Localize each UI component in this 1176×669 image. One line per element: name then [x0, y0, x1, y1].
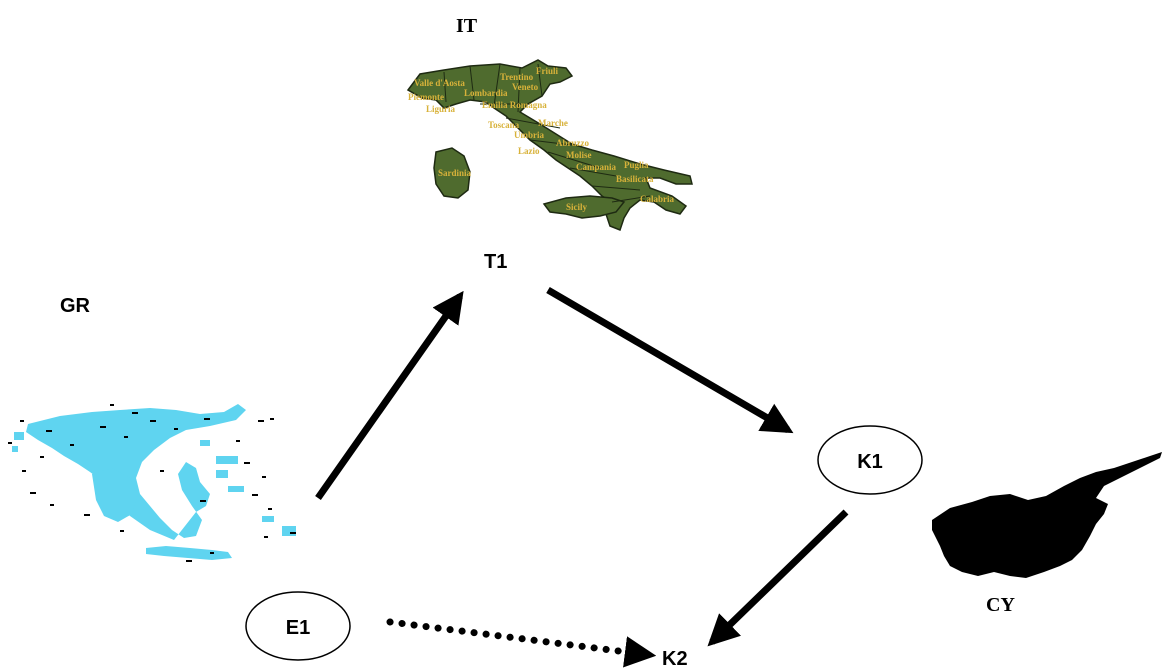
node-e1-circle — [245, 591, 351, 661]
italy-map: Valle d'Aosta Lombardia Trentino Friuli … — [406, 59, 693, 231]
greece-peloponnese — [92, 468, 138, 522]
crete-island — [146, 546, 232, 560]
node-k2-label: K2 — [662, 648, 688, 669]
sicily-island — [542, 195, 626, 219]
cyprus-map — [932, 452, 1162, 578]
edge-e1-t1 — [315, 290, 464, 501]
region-label: Piemonte — [408, 92, 444, 102]
region-label: Molise — [566, 150, 592, 160]
region-label: Sardinia — [438, 168, 472, 178]
edge-k1-k2 — [707, 509, 849, 647]
region-label: Lombardia — [464, 88, 508, 98]
region-label: Friuli — [536, 66, 558, 76]
sardinia-island — [433, 147, 471, 199]
greece-island — [14, 432, 24, 440]
region-label: Veneto — [512, 82, 539, 92]
greece-island — [12, 446, 18, 452]
node-k1-circle — [817, 425, 923, 495]
region-label: Umbria — [514, 130, 544, 140]
node-k1-label: K1 — [857, 451, 883, 473]
greece-coast-specks — [8, 404, 296, 562]
country-label-cy: CY — [986, 594, 1015, 616]
region-label: Lazio — [518, 146, 540, 156]
region-label: Toscana — [488, 120, 520, 130]
greece-island — [216, 456, 238, 464]
region-label: Valle d'Aosta — [414, 78, 465, 88]
region-label: Liguria — [426, 104, 456, 114]
greece-mainland — [26, 404, 246, 540]
region-label: Basilicata — [616, 174, 654, 184]
region-label: Abruzzo — [556, 138, 589, 148]
greece-island — [228, 486, 244, 492]
region-label: Emilia Romagna — [482, 100, 547, 110]
country-label-it: IT — [456, 15, 478, 37]
region-label: Calabria — [640, 194, 675, 204]
region-label: Campania — [576, 162, 617, 172]
node-e1-label: E1 — [286, 617, 310, 639]
italy-region-borders — [443, 63, 651, 203]
edge-e1-k2-dotted — [386, 618, 657, 668]
greece-island — [216, 470, 228, 478]
greece-map — [8, 404, 296, 562]
region-label: Trentino — [500, 72, 534, 82]
greece-island — [262, 516, 274, 522]
country-label-gr: GR — [60, 295, 91, 317]
greece-island — [200, 440, 210, 446]
region-label: Puglia — [624, 160, 649, 170]
node-t1: T1 — [484, 251, 507, 273]
node-k1: K1 — [817, 425, 923, 495]
greece-island — [282, 526, 296, 536]
edge-t1-k1 — [546, 286, 794, 434]
region-label: Marche — [538, 118, 568, 128]
node-e1: E1 — [245, 591, 351, 661]
italy-mainland — [406, 59, 693, 231]
node-t1-label: T1 — [484, 251, 507, 273]
italy-region-labels: Valle d'Aosta Lombardia Trentino Friuli … — [408, 66, 675, 212]
region-label: Sicily — [566, 202, 588, 212]
node-k2: K2 — [662, 648, 688, 669]
